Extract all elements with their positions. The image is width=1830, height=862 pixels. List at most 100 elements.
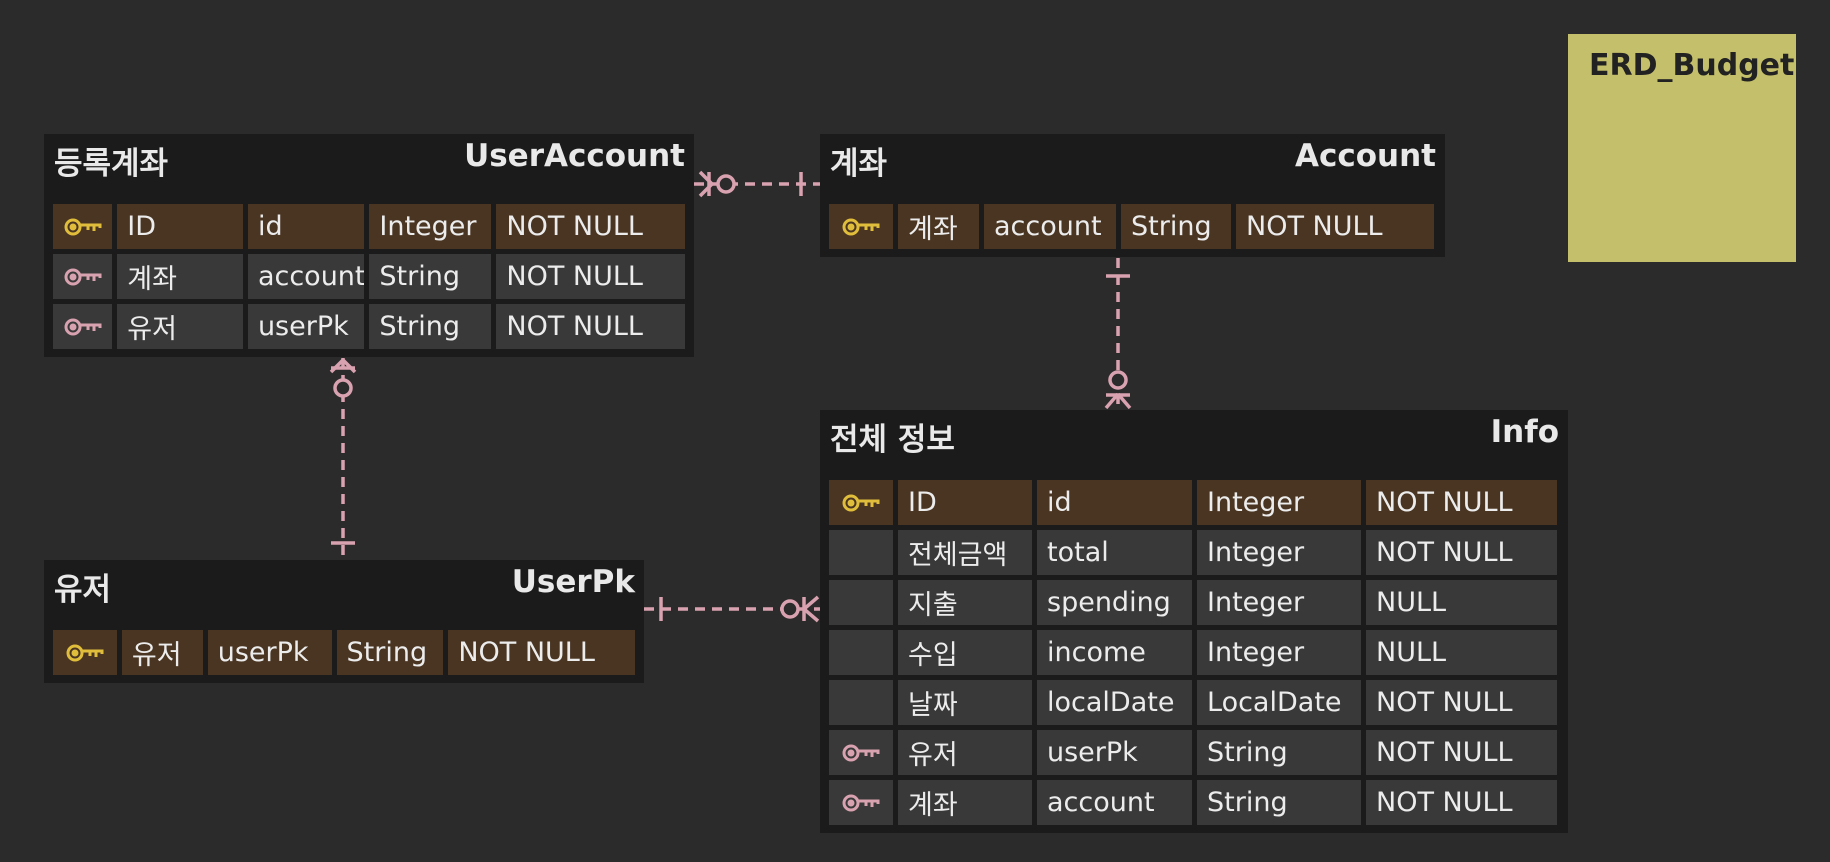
attribute-logical-name: 유저 [117, 304, 243, 349]
key-cell [53, 204, 113, 249]
entity-title-ko: 유저 [54, 572, 112, 608]
attribute-type: String [1197, 780, 1361, 825]
key-cell [829, 530, 893, 575]
primary-key-icon [841, 216, 881, 238]
foreign-key-icon [63, 266, 103, 288]
relation-userpk-info [644, 595, 820, 623]
attribute-logical-name: 수입 [898, 630, 1032, 675]
attribute-type: String [1121, 204, 1231, 249]
entity-title-en: UserAccount [464, 138, 685, 174]
key-cell [829, 780, 893, 825]
attribute-physical-name: account [984, 204, 1116, 249]
attribute-type: String [1197, 730, 1361, 775]
attribute-logical-name: 유저 [121, 630, 203, 675]
attribute-nullable: NOT NULL [1366, 480, 1557, 525]
attribute-physical-name: id [247, 204, 365, 249]
attribute-type: String [369, 254, 492, 299]
attribute-logical-name: 계좌 [898, 780, 1032, 825]
entity-title-ko: 전체 정보 [830, 422, 955, 458]
attribute-nullable: NOT NULL [1236, 204, 1434, 249]
relation-useraccount-userpk [329, 358, 357, 558]
key-cell [53, 254, 113, 299]
attribute-nullable: NOT NULL [448, 630, 635, 675]
key-cell [829, 730, 893, 775]
attribute-physical-name: userPk [207, 630, 332, 675]
attribute-type: String [336, 630, 444, 675]
entity-title-en: Account [1295, 138, 1436, 174]
entity-header: 등록계좌 UserAccount [53, 134, 685, 204]
key-cell [53, 630, 117, 675]
attribute-type: Integer [1197, 480, 1361, 525]
attribute-logical-name: 유저 [898, 730, 1032, 775]
attribute-type: Integer [369, 204, 492, 249]
attribute-nullable: NOT NULL [1366, 730, 1557, 775]
primary-key-icon [63, 216, 103, 238]
attribute-type: String [369, 304, 492, 349]
entity-header: 전체 정보 Info [829, 410, 1559, 480]
key-cell [829, 580, 893, 625]
key-cell [829, 480, 893, 525]
attribute-physical-name: userPk [247, 304, 365, 349]
attribute-physical-name: spending [1037, 580, 1192, 625]
attribute-physical-name: account [1037, 780, 1192, 825]
attribute-nullable: NOT NULL [496, 204, 686, 249]
attribute-type: LocalDate [1197, 680, 1361, 725]
key-cell [829, 204, 893, 249]
attribute-logical-name: 전체금액 [898, 530, 1032, 575]
attribute-physical-name: total [1037, 530, 1192, 575]
attribute-nullable: NOT NULL [496, 304, 686, 349]
attribute-physical-name: income [1037, 630, 1192, 675]
entity-header: 유저 UserPk [53, 560, 635, 630]
entity-title-ko: 등록계좌 [54, 146, 169, 182]
attribute-logical-name: 계좌 [117, 254, 243, 299]
attribute-physical-name: localDate [1037, 680, 1192, 725]
attribute-physical-name: account [247, 254, 365, 299]
attribute-logical-name: 날짜 [898, 680, 1032, 725]
key-cell [53, 304, 113, 349]
sticky-note[interactable]: ERD_Budget [1568, 34, 1796, 262]
attribute-physical-name: userPk [1037, 730, 1192, 775]
attribute-type: Integer [1197, 630, 1361, 675]
attribute-logical-name: ID [898, 480, 1032, 525]
attribute-nullable: NOT NULL [1366, 530, 1557, 575]
attribute-nullable: NOT NULL [1366, 680, 1557, 725]
attribute-type: Integer [1197, 580, 1361, 625]
attribute-nullable: NULL [1366, 580, 1557, 625]
attribute-nullable: NOT NULL [496, 254, 686, 299]
primary-key-icon [65, 642, 105, 664]
attribute-physical-name: id [1037, 480, 1192, 525]
attribute-logical-name: 지출 [898, 580, 1032, 625]
primary-key-icon [841, 492, 881, 514]
entity-header: 계좌 Account [829, 134, 1436, 204]
relation-useraccount-account [694, 170, 820, 198]
attribute-nullable: NOT NULL [1366, 780, 1557, 825]
key-cell [829, 630, 893, 675]
key-cell [829, 680, 893, 725]
entity-title-ko: 계좌 [830, 146, 888, 182]
foreign-key-icon [841, 792, 881, 814]
foreign-key-icon [841, 742, 881, 764]
attribute-nullable: NULL [1366, 630, 1557, 675]
entity-title-en: Info [1490, 414, 1559, 450]
foreign-key-icon [63, 316, 103, 338]
